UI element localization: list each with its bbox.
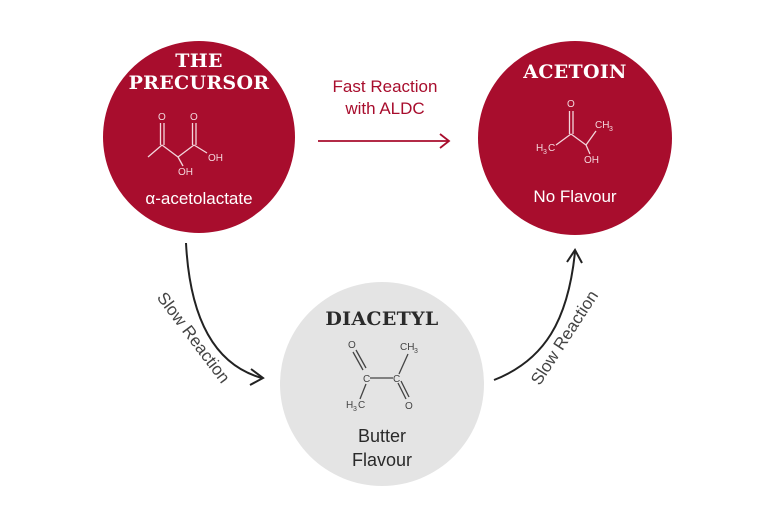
diacetyl-structure: O O C C CH 3 H 3 C [346,340,418,413]
acetoin-circle: ACETOIN O CH 3 H 3 C OH No Flavour [478,41,672,235]
fast-reaction-label: Fast Reaction with ALDC [310,76,460,120]
acetolactate-o2: O [190,112,198,123]
precursor-title-line2: PRECURSOR [128,72,270,94]
diacetyl-ch3-sub: 3 [414,348,418,355]
acetoin-structure: O CH 3 H 3 C OH [536,99,613,166]
precursor-title-line1: THE [175,50,223,72]
diacetyl-circle: DIACETYL O O C C CH 3 H 3 C Butter Flavo… [280,282,484,486]
diacetyl-h3c-h: H [346,400,353,411]
acetoin-title: ACETOIN [523,61,627,83]
precursor-circle: THE PRECURSOR O O OH OH α-acetolactate [103,41,295,233]
diacetyl-title: DIACETYL [325,308,439,330]
acetoin-ch3-sub: 3 [609,126,613,133]
acetoin-o: O [567,99,575,110]
diacetyl-ch3: CH [400,342,414,353]
slow-reaction-left-label: Slow Reaction [153,288,234,387]
diacetyl-h3c-sub: 3 [353,406,357,413]
acetoin-flavour: No Flavour [533,187,617,206]
diacetyl-c2: C [393,374,400,385]
fast-reaction-line2: with ALDC [345,99,425,118]
acetolactate-oh2: OH [178,167,193,178]
precursor-compound-name: α-acetolactate [145,189,253,208]
diacetyl-flavour-line2: Flavour [351,450,413,470]
acetolactate-oh1: OH [208,153,223,164]
fast-reaction-arrow [318,133,451,149]
acetoin-oh: OH [584,155,599,166]
acetolactate-o1: O [158,112,166,123]
diacetyl-o2: O [405,401,413,412]
slow-reaction-right-label: Slow Reaction [527,286,603,389]
acetolactate-structure: O O OH OH [147,112,223,178]
acetoin-h3c-h: H [536,143,543,154]
diacetyl-h3c-c: C [358,400,365,411]
acetoin-h3c-c: C [548,143,555,154]
acetoin-ch3: CH [595,120,609,131]
diacetyl-o1: O [348,340,356,351]
diacetyl-c1: C [363,374,370,385]
acetoin-h3c-sub: 3 [543,149,547,156]
diacetyl-flavour-line1: Butter [357,426,407,446]
fast-reaction-line1: Fast Reaction [332,77,438,96]
